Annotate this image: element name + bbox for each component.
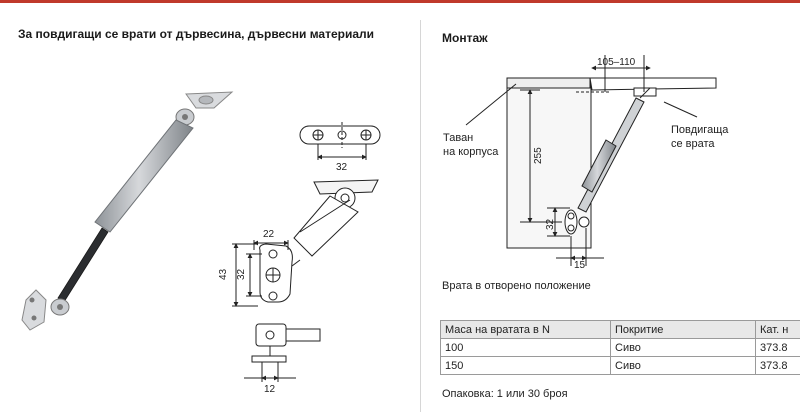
dim-side-width: 22	[263, 229, 275, 240]
dim-bottom-width: 12	[264, 384, 276, 395]
table-row: 100 Сиво 373.8	[440, 338, 800, 357]
label-ceiling-line2: на корпуса	[443, 146, 499, 158]
montazh-heading: Монтаж	[442, 31, 488, 45]
table-row: 150 Сиво 373.8	[440, 356, 800, 375]
label-door-line1: Повдигаща	[671, 124, 729, 136]
label-door-line2: се врата	[671, 138, 715, 150]
dim-side-height-inner: 32	[236, 268, 247, 280]
table-header-row: Маса на вратата в N Покритие Кат. н	[440, 320, 800, 339]
spec-table: Маса на вратата в N Покритие Кат. н 100 …	[440, 320, 800, 375]
packaging-note: Опаковка: 1 или 30 броя	[442, 388, 568, 400]
column-divider	[420, 20, 421, 412]
col-header-catno: Кат. н	[755, 320, 800, 339]
assembly-drawing	[465, 55, 717, 266]
side-view-dimensions	[232, 240, 289, 307]
dim-bottom-15: 15	[574, 260, 586, 271]
cell-finish: Сиво	[610, 338, 756, 357]
top-accent-line	[0, 0, 800, 3]
dim-small-vertical: 32	[545, 218, 556, 230]
col-header-finish: Покритие	[610, 320, 756, 339]
dim-width-range: 105–110	[597, 57, 636, 68]
gas-strut-illustration	[21, 91, 234, 331]
cell-catno: 373.8	[755, 338, 800, 357]
dim-height-255: 255	[533, 147, 544, 164]
dim-side-height-outer: 43	[218, 268, 229, 280]
page-title: За повдигащи се врати от дървесина, дърв…	[18, 27, 375, 41]
cell-mass: 100	[440, 338, 611, 357]
cell-mass: 150	[440, 356, 611, 375]
bracket-bottom-view	[244, 323, 321, 382]
dim-bracket-width: 32	[336, 162, 348, 173]
cell-finish: Сиво	[610, 356, 756, 375]
cell-catno: 373.8	[755, 356, 800, 375]
col-header-mass: Маса на вратата в N	[440, 320, 611, 339]
open-position-caption: Врата в отворено положение	[442, 280, 591, 292]
label-ceiling-line1: Таван	[443, 132, 473, 144]
bracket-angle-view	[259, 179, 379, 303]
bracket-top-view	[299, 122, 381, 160]
